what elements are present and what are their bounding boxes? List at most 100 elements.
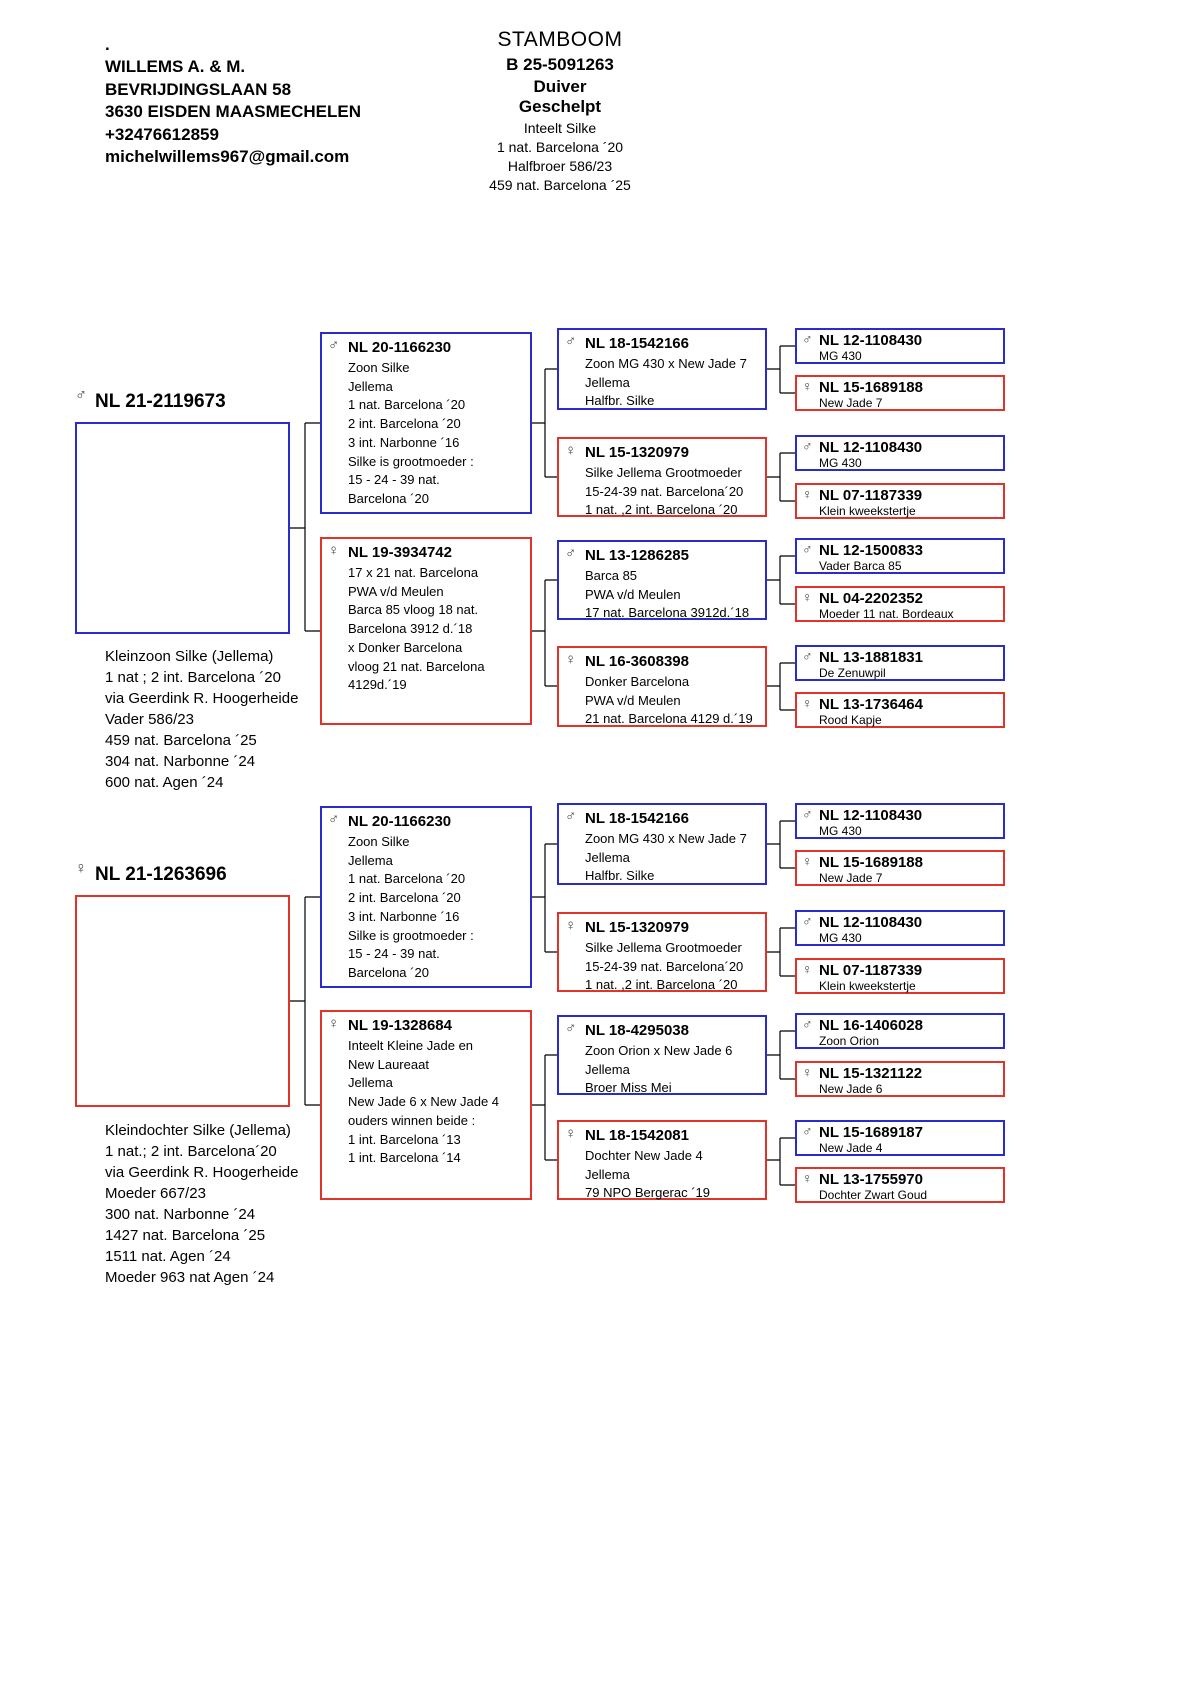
- top-gen4-box-2: ♀ NL 15-1689188 New Jade 7: [795, 375, 1005, 411]
- sire-photo-box: [75, 422, 290, 634]
- ring-number: NL 19-3934742: [348, 544, 452, 561]
- sire-ring-number: NL 21-2119673: [95, 391, 226, 412]
- bottom-gen4-box-2: ♀ NL 15-1689188 New Jade 7: [795, 850, 1005, 886]
- ring-number: NL 12-1108430: [819, 332, 923, 349]
- female-icon: ♀: [328, 1015, 340, 1032]
- bird-details: Zoon MG 430 x New Jade 7 Jellema Halfbr.…: [585, 831, 747, 884]
- ring-number: NL 12-1108430: [819, 914, 923, 931]
- ring-number: NL 18-1542166: [585, 335, 689, 352]
- bird-details: Dochter Zwart Goud: [819, 1188, 928, 1202]
- bird-details: New Jade 7: [819, 871, 883, 885]
- ring-number: NL 15-1689188: [819, 379, 923, 396]
- female-icon: ♀: [565, 442, 577, 459]
- bird-details: Zoon MG 430 x New Jade 7 Jellema Halfbr.…: [585, 356, 747, 409]
- top-gen4-box-4: ♀ NL 07-1187339 Klein kweekstertje: [795, 483, 1005, 519]
- ring-number: NL 07-1187339: [819, 487, 923, 504]
- bird-details: De Zenuwpil: [819, 666, 886, 680]
- ring-number: NL 16-3608398: [585, 653, 689, 670]
- bird-details: Zoon Orion: [819, 1034, 880, 1048]
- sire-notes: Kleinzoon Silke (Jellema) 1 nat ; 2 int.…: [105, 648, 299, 791]
- bird-details: MG 430: [819, 456, 862, 470]
- dam-ring-number: NL 21-1263696: [95, 864, 227, 885]
- female-icon: ♀: [802, 378, 813, 394]
- ring-number: NL 12-1108430: [819, 807, 923, 824]
- ring-number: NL 15-1320979: [585, 444, 689, 461]
- bird-details: Klein kweekstertje: [819, 979, 916, 993]
- owner-address: . WILLEMS A. & M. BEVRIJDINGSLAAN 58 363…: [105, 35, 362, 167]
- top-gen3-box-2: ♀ NL 15-1320979 Silke Jellema Grootmoede…: [557, 437, 767, 517]
- bottom-gen3-box-1: ♂ NL 18-1542166 Zoon MG 430 x New Jade 7…: [557, 803, 767, 885]
- ring-number: NL 13-1286285: [585, 547, 689, 564]
- female-icon: ♀: [802, 486, 813, 502]
- dam-notes: Kleindochter Silke (Jellema) 1 nat.; 2 i…: [105, 1122, 299, 1286]
- female-icon: ♀: [565, 917, 577, 934]
- male-icon: ♂: [802, 806, 813, 822]
- bird-details: Dochter New Jade 4 Jellema 79 NPO Berger…: [585, 1148, 711, 1201]
- dam-photo-box: [75, 895, 290, 1107]
- bird-details: New Jade 7: [819, 396, 883, 410]
- top-gen4-box-3: ♂ NL 12-1108430 MG 430: [795, 435, 1005, 471]
- male-icon: ♂: [565, 333, 577, 350]
- male-icon: ♂: [565, 545, 577, 562]
- bird-details: New Jade 6: [819, 1082, 883, 1096]
- ring-number: NL 15-1689188: [819, 854, 923, 871]
- subject-color: Geschelpt: [518, 97, 602, 116]
- bottom-gen4-box-8: ♀ NL 13-1755970 Dochter Zwart Goud: [795, 1167, 1005, 1203]
- top-gen4-box-5: ♂ NL 12-1500833 Vader Barca 85: [795, 538, 1005, 574]
- top-gen3-box-1: ♂ NL 18-1542166 Zoon MG 430 x New Jade 7…: [557, 328, 767, 410]
- subject-info: Inteelt Silke 1 nat. Barcelona ´20 Halfb…: [489, 120, 631, 193]
- ring-number: NL 20-1166230: [348, 813, 452, 830]
- bird-details: Barca 85 PWA v/d Meulen 17 nat. Barcelon…: [585, 568, 750, 621]
- bottom-gen3-box-4: ♀ NL 18-1542081 Dochter New Jade 4 Jelle…: [557, 1120, 767, 1200]
- bird-details: Moeder 11 nat. Bordeaux: [819, 607, 954, 621]
- bottom-gen4-box-6: ♀ NL 15-1321122 New Jade 6: [795, 1061, 1005, 1097]
- bottom-gen4-box-4: ♀ NL 07-1187339 Klein kweekstertje: [795, 958, 1005, 994]
- bird-details: Inteelt Kleine Jade en New Laureaat Jell…: [348, 1038, 500, 1166]
- bottom-gen4-box-3: ♂ NL 12-1108430 MG 430: [795, 910, 1005, 946]
- subject-sex: Duiver: [533, 77, 587, 96]
- female-icon: ♀: [802, 695, 813, 711]
- ring-number: NL 18-4295038: [585, 1022, 689, 1039]
- male-icon: ♂: [565, 1020, 577, 1037]
- top-gen4-box-8: ♀ NL 13-1736464 Rood Kapje: [795, 692, 1005, 728]
- bird-details: Donker Barcelona PWA v/d Meulen 21 nat. …: [585, 674, 753, 727]
- ring-number: NL 13-1755970: [819, 1171, 923, 1188]
- dam-mother-box: ♀ NL 19-1328684 Inteelt Kleine Jade en N…: [320, 1010, 532, 1200]
- sire-title: ♂ NL 21-2119673: [75, 387, 226, 413]
- bird-details: MG 430: [819, 349, 862, 363]
- bird-details: Silke Jellema Grootmoeder 15-24-39 nat. …: [585, 465, 744, 518]
- ring-number: NL 13-1736464: [819, 696, 923, 713]
- sire-mother-box: ♀ NL 19-3934742 17 x 21 nat. Barcelona P…: [320, 537, 532, 725]
- ring-number: NL 20-1166230: [348, 339, 452, 356]
- top-gen3-box-3: ♂ NL 13-1286285 Barca 85 PWA v/d Meulen …: [557, 540, 767, 620]
- ring-number: NL 16-1406028: [819, 1017, 923, 1034]
- pedigree-header: STAMBOOM B 25-5091263 Duiver Geschelpt I…: [415, 28, 705, 195]
- ring-number: NL 18-1542081: [585, 1127, 689, 1144]
- male-icon: ♂: [802, 541, 813, 557]
- subject-ring-number: B 25-5091263: [506, 55, 614, 74]
- bird-details: MG 430: [819, 824, 862, 838]
- female-icon: ♀: [565, 651, 577, 668]
- male-icon: ♂: [802, 438, 813, 454]
- female-icon: ♀: [802, 589, 813, 605]
- ring-number: NL 15-1689187: [819, 1124, 923, 1141]
- bird-details: Silke Jellema Grootmoeder 15-24-39 nat. …: [585, 940, 744, 993]
- ring-number: NL 19-1328684: [348, 1017, 452, 1034]
- female-icon: ♀: [802, 853, 813, 869]
- top-gen3-box-4: ♀ NL 16-3608398 Donker Barcelona PWA v/d…: [557, 646, 767, 727]
- dam-title: ♀ NL 21-1263696: [75, 860, 227, 886]
- bird-details: Zoon Silke Jellema 1 nat. Barcelona ´20 …: [348, 834, 474, 981]
- male-icon: ♂: [802, 913, 813, 929]
- bird-details: Klein kweekstertje: [819, 504, 916, 518]
- top-gen4-box-6: ♀ NL 04-2202352 Moeder 11 nat. Bordeaux: [795, 586, 1005, 622]
- female-icon: ♀: [75, 860, 87, 877]
- male-icon: ♂: [802, 331, 813, 347]
- ring-number: NL 15-1321122: [819, 1065, 923, 1082]
- bird-details: 17 x 21 nat. Barcelona PWA v/d Meulen Ba…: [348, 565, 485, 693]
- bird-details: New Jade 4: [819, 1141, 883, 1155]
- male-icon: ♂: [802, 1123, 813, 1139]
- male-icon: ♂: [565, 808, 577, 825]
- male-icon: ♂: [328, 811, 340, 828]
- bottom-gen3-box-3: ♂ NL 18-4295038 Zoon Orion x New Jade 6 …: [557, 1015, 767, 1095]
